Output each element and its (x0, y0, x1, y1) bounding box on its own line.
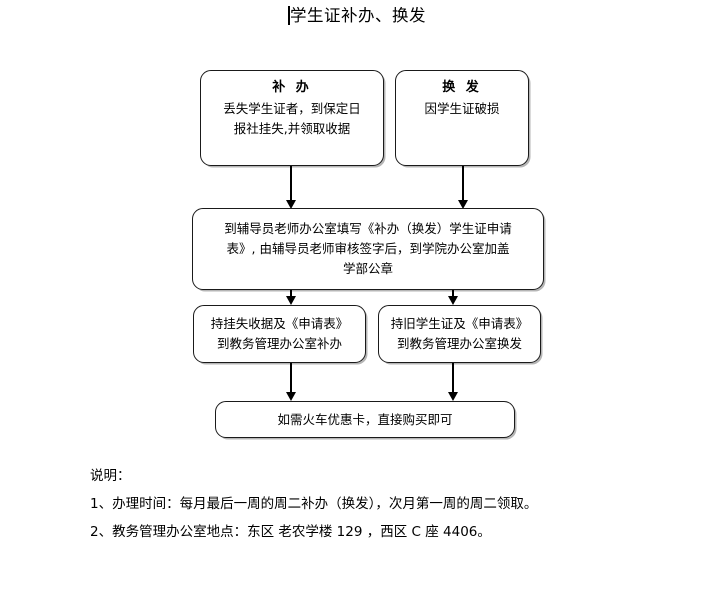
flow-node-claim-left-line-2: 到教务管理办公室补办 (216, 336, 342, 351)
flow-node-claim-right-line-2: 到教务管理办公室换发 (396, 336, 522, 351)
flow-node-apply[interactable]: 到辅导员老师办公室填写《补办（换发）学生证申请 表》, 由辅导员老师审核签字后，… (192, 208, 544, 290)
flow-node-claim-right[interactable]: 持旧学生证及《申请表》 到教务管理办公室换发 (378, 305, 541, 363)
page-title: 学生证补办、换发 (0, 6, 714, 26)
flow-node-buban-line-1: 丢失学生证者，到保定日 (223, 101, 361, 116)
flow-node-buban-heading: 补 办 (272, 80, 312, 95)
arrow-claim-left-to-train (286, 363, 296, 401)
arrow-head-icon (458, 200, 468, 209)
notes-heading: 说明： (90, 468, 131, 484)
flow-node-apply-line-1: 到辅导员老师办公室填写《补办（换发）学生证申请 (224, 221, 512, 236)
notes-item-2: 2、教务管理办公室地点：东区 老农学楼 129 ，西区 C 座 4406。 (90, 524, 491, 540)
arrow-head-icon (286, 392, 296, 401)
flow-node-train-card-line-1: 如需火车优惠卡，直接购买即可 (277, 411, 453, 427)
flow-node-claim-left[interactable]: 持挂失收据及《申请表》 到教务管理办公室补办 (193, 305, 366, 363)
flow-node-huanfa-line-1: 因学生证破损 (424, 101, 500, 116)
page-title-text: 学生证补办、换发 (290, 6, 426, 25)
arrow-head-icon (448, 392, 458, 401)
flow-node-buban[interactable]: 补 办 丢失学生证者，到保定日 报社挂失,并领取收据 (200, 70, 384, 166)
arrow-huanfa-to-apply (458, 166, 468, 209)
notes-section: 说明： 1、办理时间：每月最后一周的周二补办（换发），次月第一周的周二领取。 2… (90, 462, 690, 546)
flow-node-huanfa-heading: 换 发 (442, 80, 482, 95)
arrow-claim-right-to-train (448, 363, 458, 401)
flow-node-train-card[interactable]: 如需火车优惠卡，直接购买即可 (215, 401, 515, 438)
arrow-head-icon (448, 296, 458, 305)
arrow-buban-to-apply (286, 166, 296, 209)
flow-node-apply-line-2: 表》, 由辅导员老师审核签字后，到学院办公室加盖 (226, 241, 510, 256)
arrow-head-icon (286, 200, 296, 209)
notes-item-1: 1、办理时间：每月最后一周的周二补办（换发），次月第一周的周二领取。 (90, 496, 538, 512)
arrow-head-icon (286, 296, 296, 305)
text-caret (288, 6, 290, 25)
flow-node-huanfa[interactable]: 换 发 因学生证破损 (395, 70, 529, 166)
flow-node-buban-line-2: 报社挂失,并领取收据 (233, 121, 351, 136)
flow-node-claim-right-line-1: 持旧学生证及《申请表》 (390, 316, 529, 331)
arrow-apply-to-claim-left (286, 290, 296, 305)
arrow-apply-to-claim-right (448, 290, 458, 305)
flow-node-apply-line-3: 学部公章 (342, 261, 393, 276)
flow-node-claim-left-line-1: 持挂失收据及《申请表》 (210, 316, 349, 331)
